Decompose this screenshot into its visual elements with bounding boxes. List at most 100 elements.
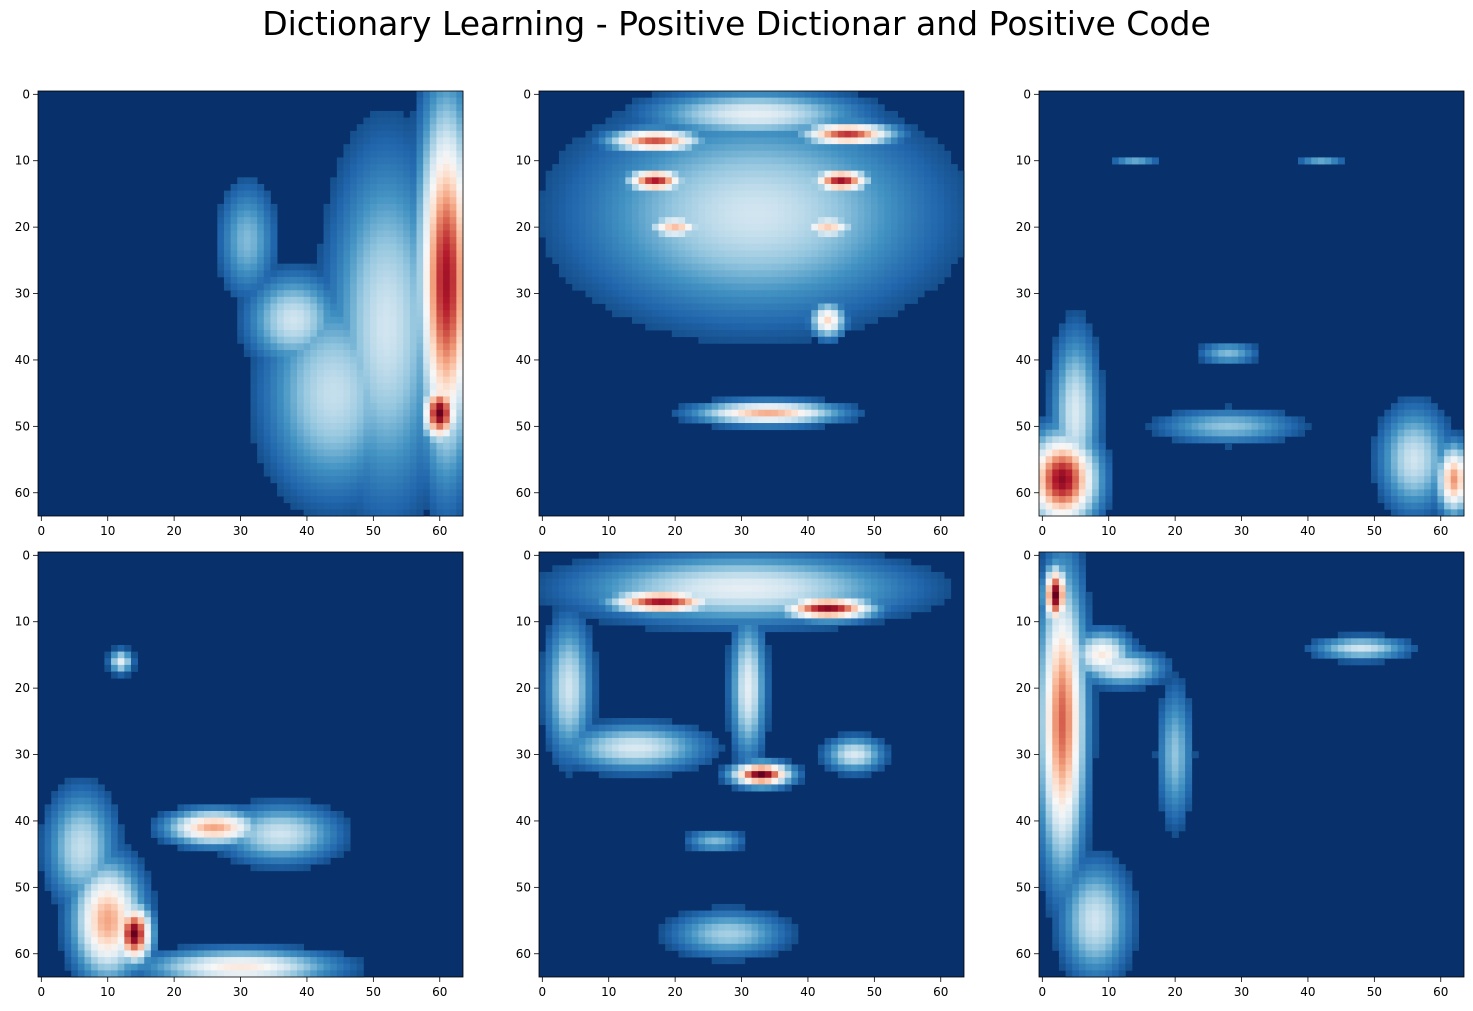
heatmap-cell — [270, 442, 278, 450]
heatmap-cell — [77, 850, 85, 858]
heatmap-cell — [363, 496, 371, 504]
heatmap-cell — [250, 310, 258, 318]
heatmap-cell — [423, 91, 431, 99]
heatmap-cell — [1058, 509, 1066, 517]
heatmap-cell — [831, 197, 839, 205]
heatmap-cell — [443, 183, 451, 192]
heatmap-cell — [223, 257, 231, 265]
heatmap-cell — [744, 263, 752, 271]
heatmap-cell — [778, 197, 786, 205]
heatmap-cell — [1052, 356, 1060, 364]
heatmap-cell — [1072, 476, 1080, 484]
heatmap-cell — [403, 462, 411, 470]
heatmap-cell — [837, 137, 845, 145]
heatmap-cell — [416, 130, 424, 138]
heatmap-cell — [778, 323, 786, 331]
heatmap-cell — [449, 363, 457, 371]
heatmap-cell — [910, 290, 918, 298]
heatmap-cell — [436, 124, 444, 132]
heatmap-cell — [884, 263, 892, 271]
heatmap-cell — [552, 217, 560, 225]
heatmap-cell — [592, 276, 600, 284]
heatmap-cell — [917, 243, 925, 251]
heatmap-cell — [751, 157, 759, 165]
heatmap-cell — [758, 409, 766, 417]
heatmap-cell — [396, 436, 404, 444]
heatmap-cell — [436, 210, 444, 218]
heatmap-cell — [1291, 416, 1299, 424]
heatmap-cell — [170, 810, 178, 819]
heatmap-cell — [230, 837, 238, 845]
heatmap-cell — [376, 509, 384, 517]
heatmap-cell — [217, 270, 225, 278]
heatmap-cell — [303, 496, 311, 504]
heatmap-cell — [804, 290, 812, 298]
heatmap-cell — [851, 117, 859, 125]
heatmap-cell — [263, 310, 271, 318]
heatmap-cell — [409, 303, 417, 311]
heatmap-cell — [625, 290, 633, 298]
heatmap-cell — [257, 844, 265, 852]
heatmap-cell — [336, 283, 344, 291]
heatmap-cell — [685, 217, 693, 225]
heatmap-cell — [1052, 456, 1060, 464]
heatmap-cell — [831, 250, 839, 258]
heatmap-cell — [257, 810, 265, 819]
heatmap-cell — [811, 230, 819, 238]
heatmap-cell — [323, 456, 331, 464]
heatmap-cell — [436, 130, 444, 138]
heatmap-cell — [363, 283, 371, 291]
heatmap-cell — [316, 363, 324, 371]
heatmap-cell — [91, 837, 99, 845]
heatmap-cell — [443, 456, 451, 464]
heatmap-cell — [257, 237, 265, 245]
heatmap-cell — [250, 263, 258, 271]
heatmap-cell — [944, 237, 952, 245]
heatmap-cell — [1457, 449, 1465, 457]
heatmap-cell — [1457, 456, 1465, 464]
heatmap-cell — [851, 270, 859, 278]
heatmap-cell — [950, 190, 958, 198]
heatmap-cell — [605, 283, 613, 291]
heatmap-cell — [157, 824, 165, 832]
heatmap-cell — [811, 396, 819, 404]
heatmap-cell — [724, 150, 732, 158]
heatmap-cell — [1251, 343, 1259, 351]
heatmap-cell — [744, 110, 752, 118]
heatmap-cell — [612, 124, 620, 132]
heatmap-cell — [336, 164, 344, 172]
heatmap-cell — [665, 150, 673, 158]
heatmap-cell — [230, 230, 238, 238]
heatmap-cell — [1424, 496, 1432, 504]
heatmap-cell — [350, 396, 358, 404]
y-tick-label: 20 — [1016, 220, 1031, 234]
heatmap-cell — [290, 476, 298, 484]
heatmap-cell — [396, 316, 404, 324]
heatmap-cell — [831, 130, 839, 138]
heatmap-cell — [705, 203, 713, 211]
heatmap-cell — [691, 403, 699, 411]
heatmap-cell — [237, 223, 245, 231]
heatmap-cell — [758, 396, 766, 404]
heatmap-cell — [336, 496, 344, 504]
heatmap-cell — [383, 469, 391, 477]
heatmap-cell — [363, 210, 371, 218]
heatmap-cell — [685, 290, 693, 298]
heatmap-cell — [877, 217, 885, 225]
heatmap-cell — [1457, 509, 1465, 517]
heatmap-cell — [277, 383, 285, 391]
heatmap-cell — [558, 197, 566, 205]
heatmap-cell — [343, 330, 351, 338]
heatmap-cell — [336, 336, 344, 344]
heatmap-cell — [443, 482, 451, 490]
heatmap-cell — [316, 283, 324, 291]
heatmap-cell — [230, 243, 238, 251]
heatmap-cell — [605, 164, 613, 172]
heatmap-cell — [1410, 449, 1418, 457]
heatmap-cell — [758, 144, 766, 152]
heatmap-cell — [370, 469, 378, 477]
heatmap-cell — [170, 830, 178, 838]
heatmap-cell — [658, 243, 666, 251]
heatmap-cell — [1105, 456, 1113, 464]
heatmap-cell — [758, 243, 766, 251]
